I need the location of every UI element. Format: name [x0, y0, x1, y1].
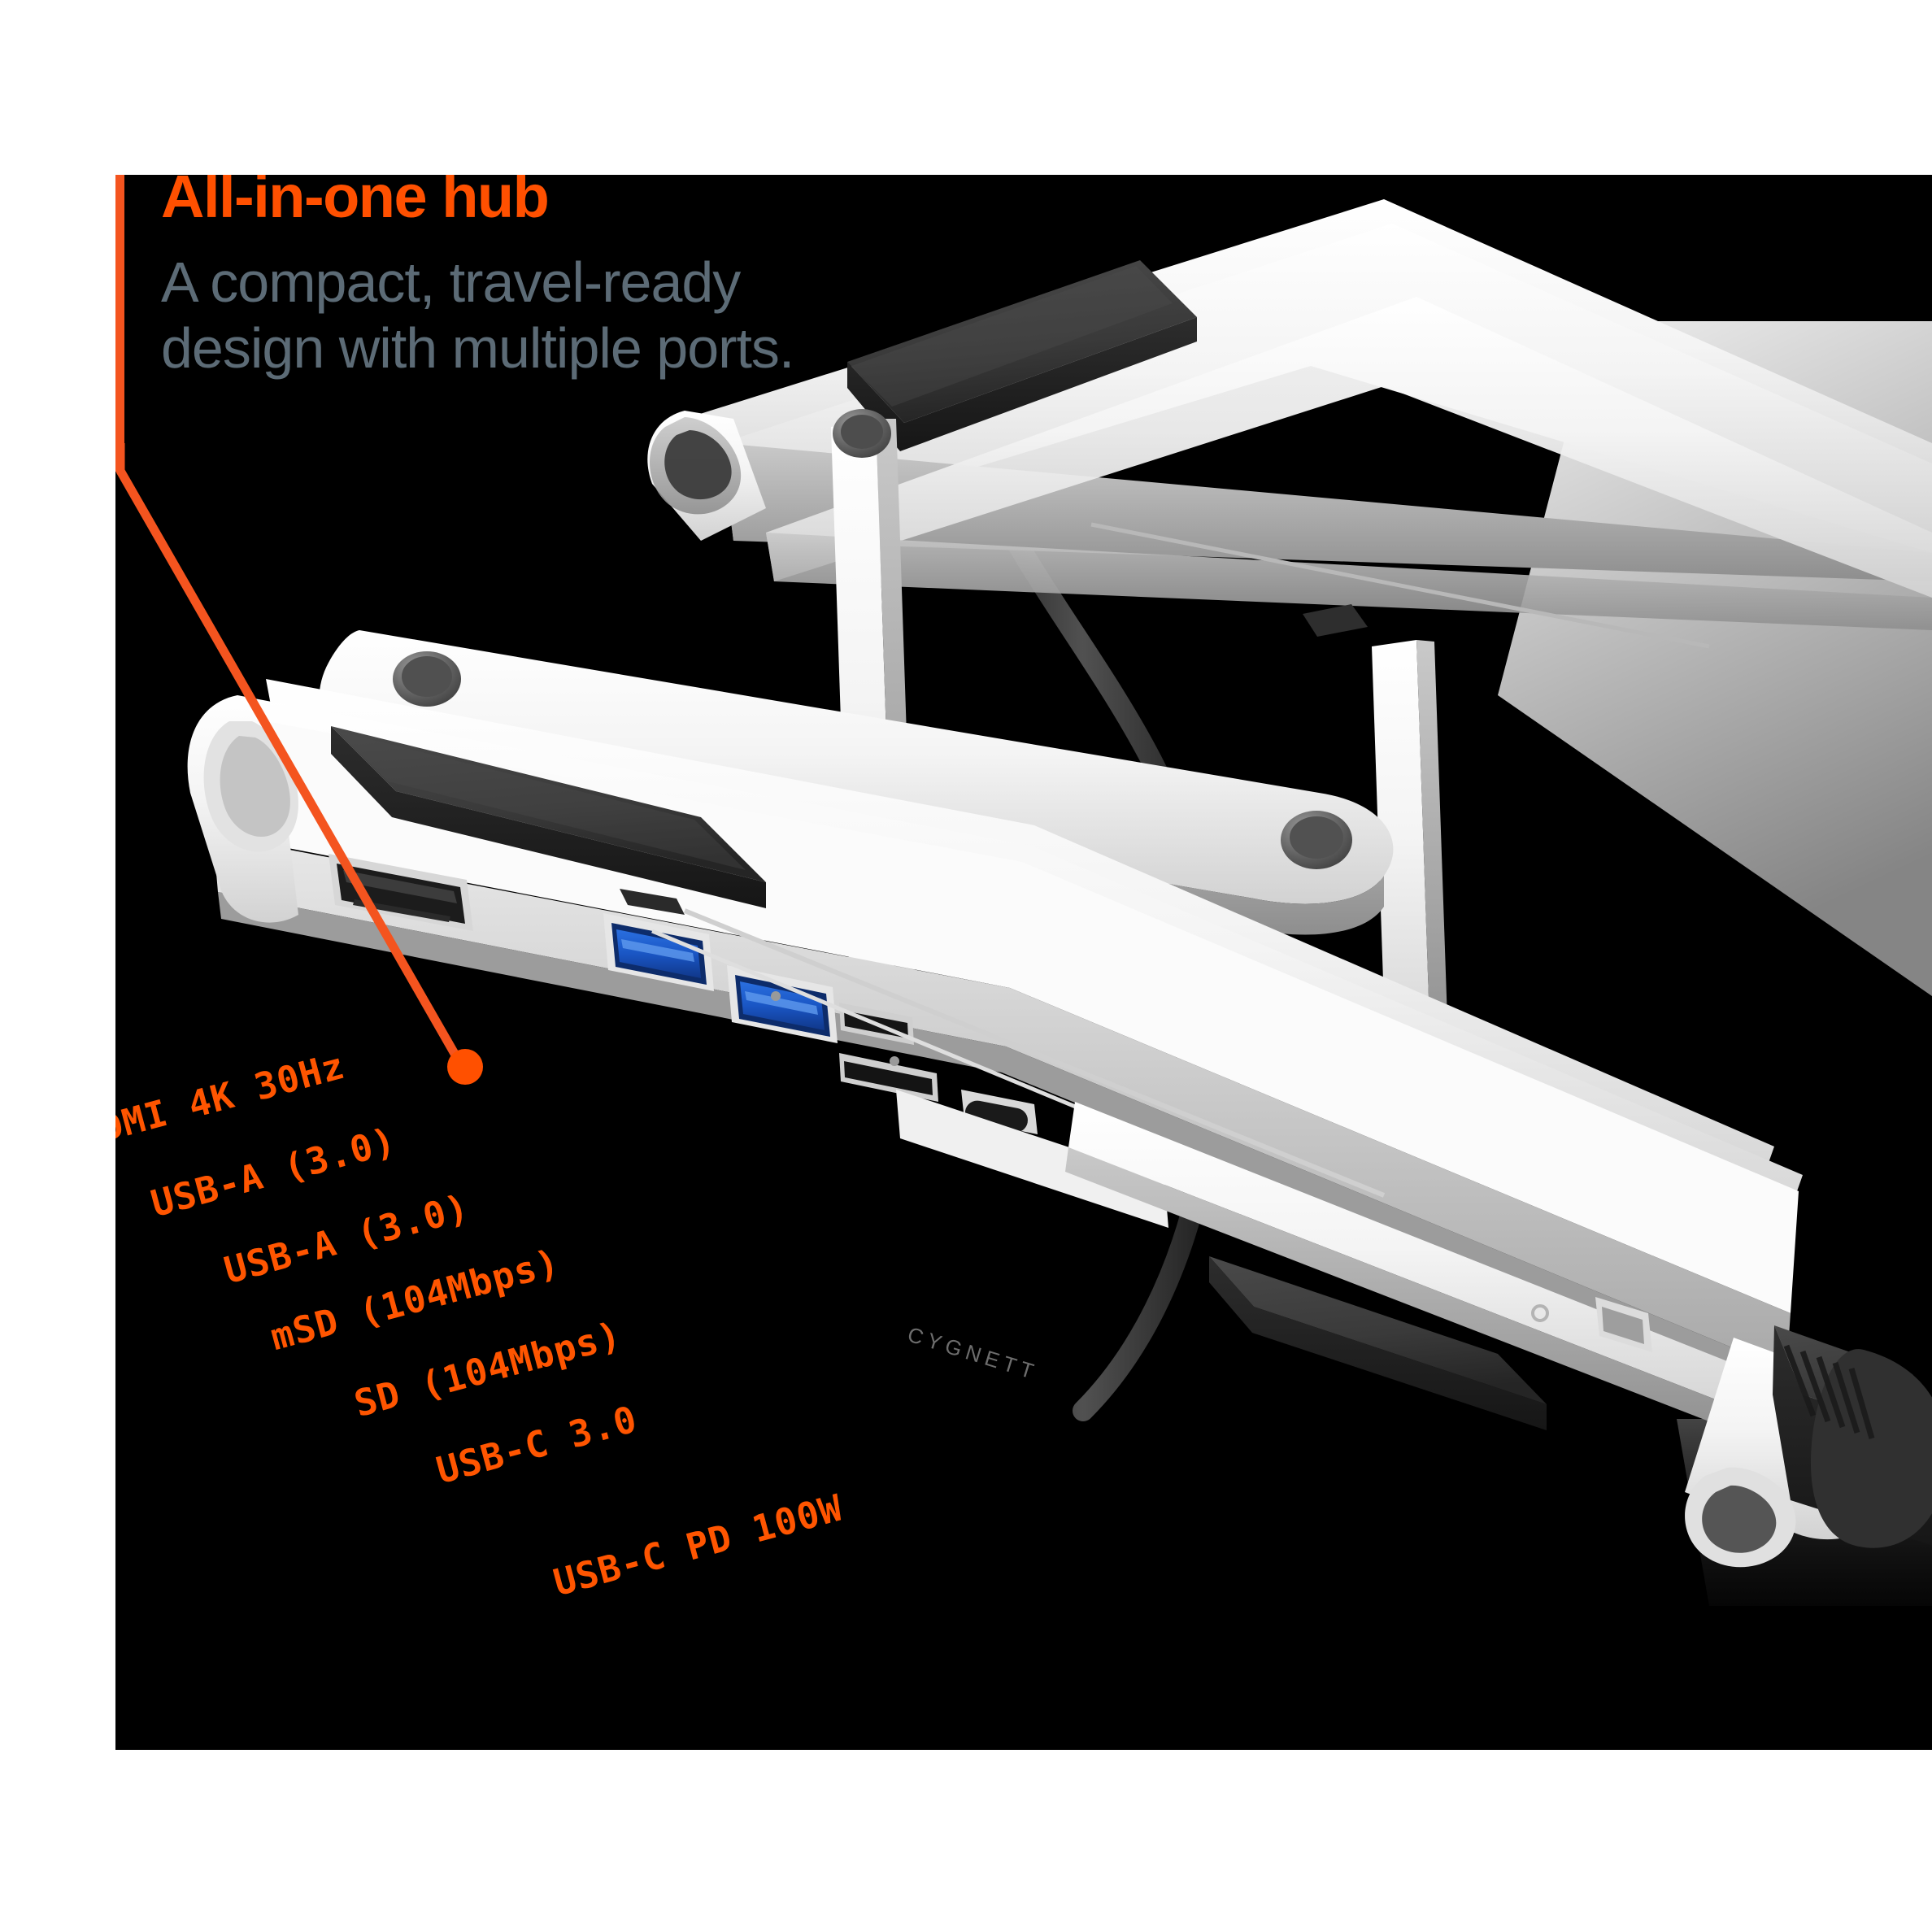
- product-illustration: [187, 199, 1932, 1606]
- subtitle-line-1: A compact, travel-ready: [161, 250, 741, 314]
- page-title: All-in-one hub: [161, 175, 550, 230]
- product-canvas: CYGNETT All-in-one hub A compact, travel…: [115, 175, 1932, 1750]
- subtitle-line-2: design with multiple ports.: [161, 316, 794, 381]
- accent-bar: [115, 175, 124, 472]
- page-subtitle: A compact, travel-ready design with mult…: [161, 250, 1137, 381]
